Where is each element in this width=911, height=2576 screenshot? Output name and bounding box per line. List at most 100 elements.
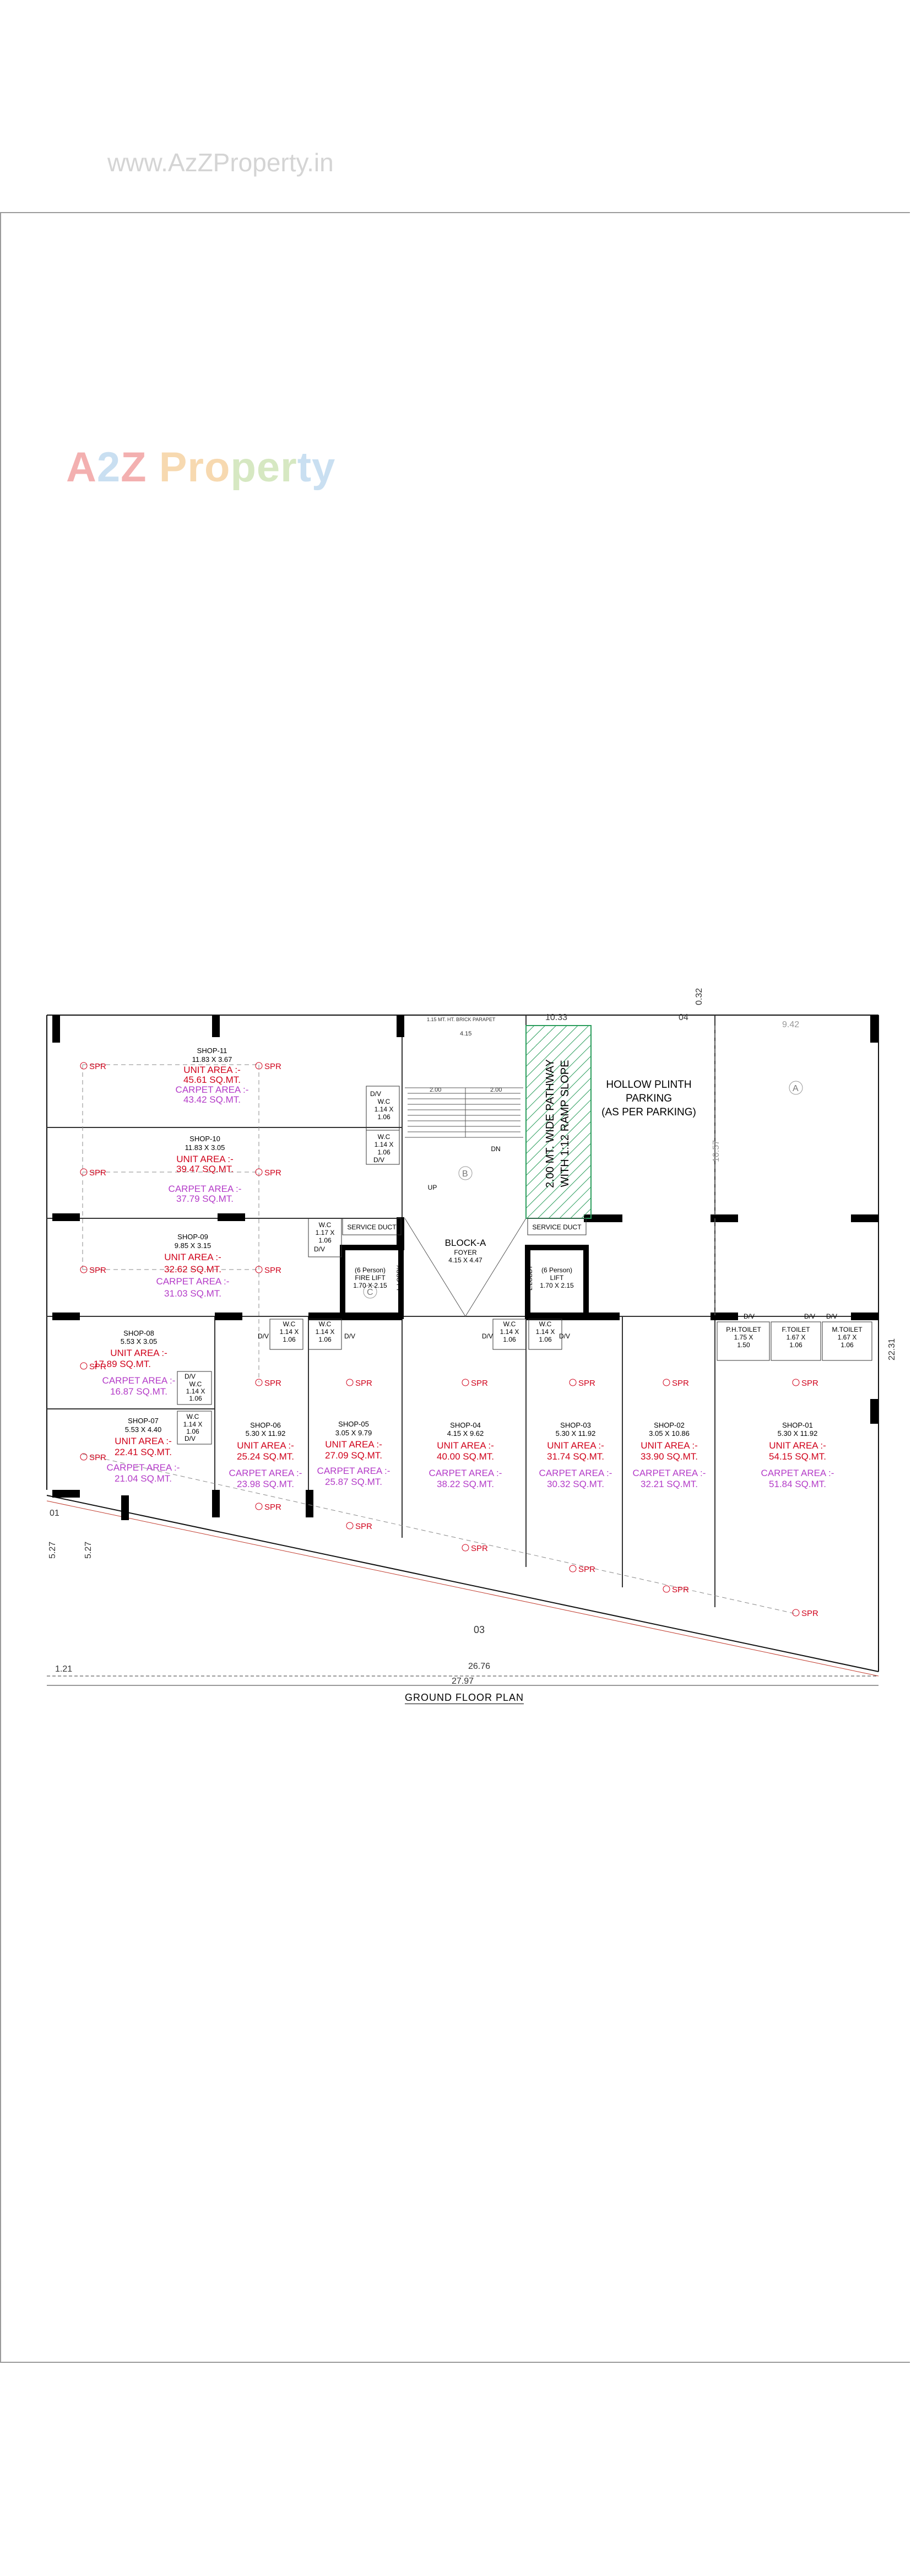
lift-shafts	[340, 1245, 589, 1319]
shop-name: SHOP-01	[782, 1421, 813, 1429]
shop-03-label: SHOP-03 5.30 X 11.92 UNIT AREA :- 31.74 …	[539, 1421, 612, 1489]
wc-size: 1.14 X	[375, 1141, 394, 1148]
spr-label: SPR	[578, 1379, 595, 1388]
left-bottom-dim: 1.21	[55, 1664, 72, 1674]
shop-name: SHOP-04	[450, 1421, 481, 1429]
marker-c: C	[367, 1288, 373, 1297]
shop-unit-area: 45.61 SQ.MT.	[183, 1075, 241, 1085]
shop-unit-area: 27.09 SQ.MT.	[325, 1450, 382, 1461]
top-right-dim: 9.42	[782, 1020, 799, 1029]
shop-name: SHOP-08	[123, 1329, 154, 1337]
shop-size: 5.30 X 11.92	[778, 1429, 818, 1438]
spr-label: SPR	[471, 1379, 488, 1388]
block-size: 4.15 X 4.47	[448, 1256, 482, 1264]
wc-size-2: 1.06	[186, 1428, 199, 1435]
shop-unit-area: 54.15 SQ.MT.	[769, 1451, 826, 1462]
service-duct-label: SERVICE DUCT	[347, 1223, 397, 1231]
shop-size: 5.53 X 4.40	[125, 1425, 162, 1434]
wc-label: W.C	[319, 1320, 332, 1328]
dv-label: D/V	[826, 1313, 837, 1320]
m-toilet-label: M.TOILET	[832, 1326, 863, 1333]
lift-size: 1.70 X 2.15	[540, 1282, 574, 1289]
ph-toilet-label: P.H.TOILET	[726, 1326, 761, 1333]
wc-size-2: 1.06	[283, 1336, 296, 1343]
dv-label: D/V	[482, 1332, 493, 1340]
drawing-frame	[0, 212, 910, 2363]
shop-carpet-area: 23.98 SQ.MT.	[237, 1479, 294, 1489]
shop-size: 3.05 X 9.79	[335, 1429, 372, 1437]
outer-walls	[46, 1015, 879, 1677]
left-dim-a: 5.27	[48, 1542, 57, 1559]
lobby-label: L.LOBBY	[527, 1265, 534, 1290]
dv-label: D/V	[559, 1332, 570, 1340]
pathway-label: 2.00 MT. WIDE PATHWAY WITH 1:12 RAMP SLO…	[544, 1059, 571, 1188]
shop-size: 5.30 X 11.92	[246, 1429, 286, 1438]
parking-line-1: HOLLOW PLINTH	[606, 1079, 691, 1091]
fire-lift-size: 1.70 X 2.15	[353, 1282, 387, 1289]
dv-label: D/V	[185, 1435, 196, 1442]
wc-size: 1.14 X	[280, 1328, 299, 1336]
block-name: BLOCK-A	[445, 1238, 486, 1248]
wc-size: 1.14 X	[316, 1328, 335, 1336]
shop-size: 3.05 X 10.86	[649, 1429, 690, 1438]
top-span-dim: 10.33	[545, 1013, 567, 1022]
shop-unit-label: UNIT AREA :-	[164, 1252, 221, 1262]
shop-carpet-label: CARPET AREA :-	[429, 1468, 502, 1478]
stair-up-label: UP	[428, 1184, 437, 1191]
wc-size: 1.14 X	[536, 1328, 555, 1336]
ph-toilet-size-2: 1.50	[737, 1341, 750, 1349]
wc-label: W.C	[283, 1320, 296, 1328]
shop-05-label: SHOP-05 3.05 X 9.79 UNIT AREA :- 27.09 S…	[317, 1420, 391, 1487]
shop-carpet-area: 43.42 SQ.MT.	[183, 1094, 241, 1105]
shop-carpet-label: CARPET AREA :-	[107, 1462, 180, 1473]
spr-label: SPR	[801, 1609, 818, 1618]
shop-carpet-area: 32.21 SQ.MT.	[641, 1479, 698, 1489]
shop-name: SHOP-09	[177, 1233, 208, 1241]
shop-carpet-label: CARPET AREA :-	[176, 1084, 249, 1095]
center-03-label: 03	[474, 1624, 485, 1635]
dv-label: D/V	[314, 1245, 325, 1253]
shop-carpet-label: CARPET AREA :-	[761, 1468, 834, 1478]
pathway-line-2: WITH 1:12 RAMP SLOPE	[559, 1060, 571, 1187]
spr-label: SPR	[264, 1379, 281, 1388]
shop-size: 9.85 X 3.15	[175, 1241, 212, 1250]
dv-label: D/V	[344, 1332, 355, 1340]
shop-unit-label: UNIT AREA :-	[547, 1440, 604, 1451]
shop-carpet-area: 30.32 SQ.MT.	[547, 1479, 604, 1489]
shop-carpet-label: CARPET AREA :-	[539, 1468, 612, 1478]
dv-label: D/V	[373, 1156, 384, 1164]
shop-unit-area: 17.89 SQ.MT.	[94, 1359, 151, 1369]
shop-name: SHOP-05	[338, 1420, 369, 1428]
shop-unit-area: 25.24 SQ.MT.	[237, 1451, 294, 1462]
stair-dim-a: 4.15	[460, 1031, 471, 1037]
fire-lift-capacity: (6 Person)	[355, 1266, 386, 1274]
parking-line-3: (AS PER PARKING)	[601, 1107, 696, 1118]
shop-carpet-area: 16.87 SQ.MT.	[110, 1386, 167, 1397]
parking-line-2: PARKING	[626, 1093, 672, 1104]
shop-size: 5.53 X 3.05	[121, 1337, 158, 1346]
shop-size: 5.30 X 11.92	[556, 1429, 596, 1438]
shop-unit-label: UNIT AREA :-	[769, 1440, 826, 1451]
fire-lift-label: FIRE LIFT	[355, 1274, 386, 1282]
f-toilet-label: F.TOILET	[782, 1326, 810, 1333]
service-rooms: D/V W.C 1.14 X 1.06 W.C 1.14 X 1.06 D/V …	[177, 1086, 872, 1445]
wc-label: W.C	[503, 1320, 516, 1328]
shop-unit-label: UNIT AREA :-	[437, 1440, 494, 1451]
spr-label: SPR	[264, 1503, 281, 1512]
sprinklers: SPR SPR SPR SPR SPR SPR SPR SPR SPR SPR …	[80, 1062, 818, 1618]
m-toilet-size-2: 1.06	[840, 1341, 854, 1349]
shop-carpet-label: CARPET AREA :-	[169, 1184, 242, 1194]
ph-toilet-size: 1.75 X	[734, 1333, 753, 1341]
shop-09-label: SHOP-09 9.85 X 3.15 UNIT AREA :- 32.62 S…	[156, 1233, 230, 1299]
wc-label: W.C	[539, 1320, 552, 1328]
shop-carpet-label: CARPET AREA :-	[317, 1466, 391, 1476]
shop-name: SHOP-11	[197, 1046, 227, 1055]
shop-01-label: SHOP-01 5.30 X 11.92 UNIT AREA :- 54.15 …	[761, 1421, 834, 1489]
wc-size-2: 1.06	[377, 1113, 391, 1121]
plan-title: GROUND FLOOR PLAN	[405, 1692, 524, 1704]
staircase	[404, 1087, 527, 1317]
spr-label: SPR	[578, 1565, 595, 1574]
spr-label: SPR	[264, 1168, 281, 1178]
wc-size: 1.14 X	[186, 1387, 205, 1395]
